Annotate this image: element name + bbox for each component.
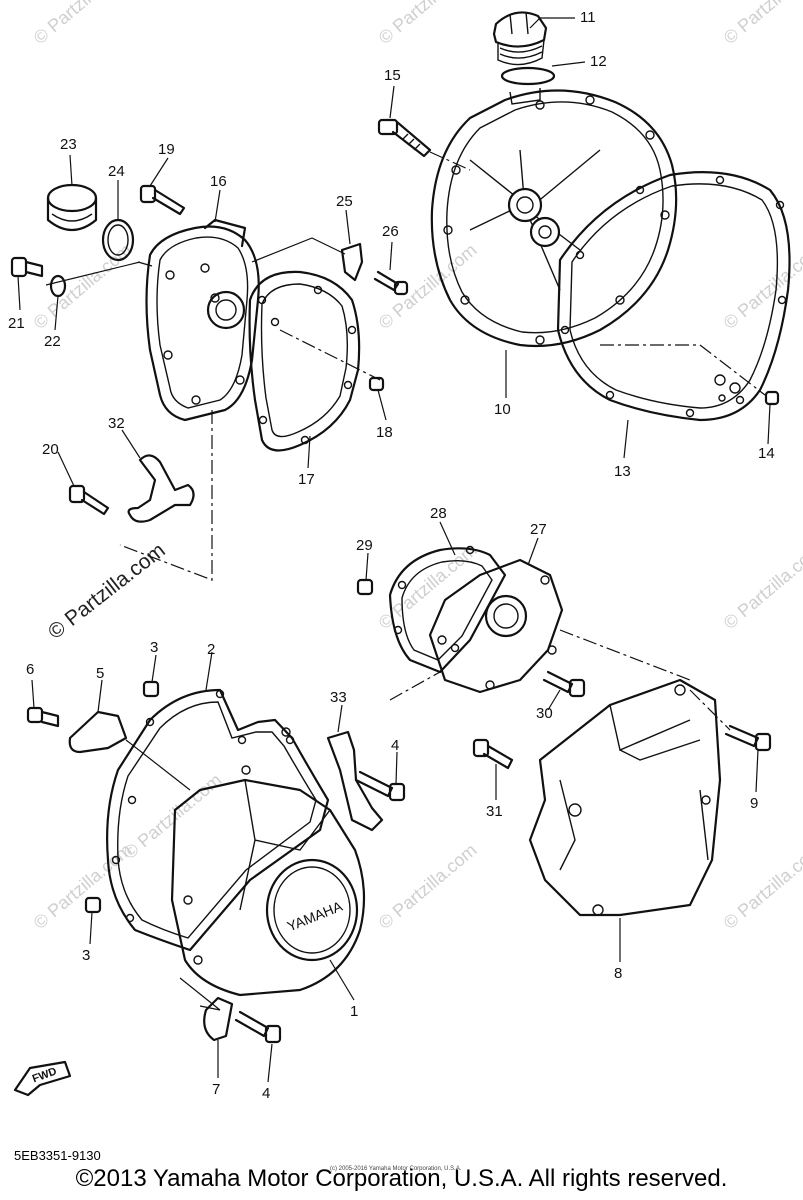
clamp-7 bbox=[203, 996, 234, 1042]
callout-12: 12 bbox=[590, 53, 607, 70]
pickup-cover-gasket bbox=[248, 270, 361, 452]
o-ring-12 bbox=[500, 66, 556, 86]
bolt-9 bbox=[724, 724, 772, 752]
clamp-5 bbox=[68, 710, 128, 754]
callout-22: 22 bbox=[44, 333, 61, 350]
bolt-31 bbox=[472, 738, 514, 770]
callout-16: 16 bbox=[210, 173, 227, 190]
crankcase-cover bbox=[528, 678, 722, 917]
dowel-pin-14 bbox=[764, 390, 780, 406]
fwd-arrow-icon: FWD bbox=[13, 1060, 72, 1097]
bolt-4-right bbox=[354, 770, 406, 802]
svg-text:© Partzilla.com: © Partzilla.com bbox=[30, 840, 136, 933]
bolt-26 bbox=[373, 270, 409, 296]
bolt-20 bbox=[68, 484, 110, 516]
callout-18: 18 bbox=[376, 424, 393, 441]
small-print: (c) 2005-2016 Yamaha Motor Corporation, … bbox=[330, 1166, 462, 1172]
bracket-33 bbox=[326, 730, 384, 832]
callout-1: 1 bbox=[350, 1003, 358, 1020]
callout-32: 32 bbox=[108, 415, 125, 432]
svg-text:© Partzilla.com: © Partzilla.com bbox=[720, 540, 803, 633]
svg-text:© Partzilla.com: © Partzilla.com bbox=[720, 840, 803, 933]
svg-text:© Partzilla.com: © Partzilla.com bbox=[30, 240, 136, 333]
callout-5: 5 bbox=[96, 665, 104, 682]
callout-9: 9 bbox=[750, 795, 758, 812]
callout-2: 2 bbox=[207, 641, 215, 658]
callout-29: 29 bbox=[356, 537, 373, 554]
bolt-21 bbox=[10, 256, 44, 278]
dowel-pin-18 bbox=[368, 376, 385, 392]
dowel-pin-29 bbox=[356, 578, 374, 596]
callout-23: 23 bbox=[60, 136, 77, 153]
bolt-4-bottom bbox=[234, 1010, 282, 1044]
callout-leaders bbox=[17, 17, 771, 1083]
oil-pump-cover bbox=[428, 558, 564, 694]
bracket-25 bbox=[340, 242, 364, 282]
callout-4-right: 4 bbox=[391, 737, 399, 754]
callout-11: 11 bbox=[580, 9, 596, 26]
dowel-pin-3-top bbox=[142, 680, 160, 698]
callout-30: 30 bbox=[536, 705, 553, 722]
callout-24: 24 bbox=[108, 163, 125, 180]
svg-text:© Partzilla.com: © Partzilla.com bbox=[720, 240, 803, 333]
pickup-cover bbox=[145, 225, 260, 422]
oil-pump-gasket bbox=[388, 547, 507, 674]
callout-labels: 11 12 15 23 24 19 16 25 26 21 22 18 17 1… bbox=[8, 9, 775, 1102]
bolt-15 bbox=[377, 118, 432, 158]
callout-4-bottom: 4 bbox=[262, 1085, 270, 1102]
svg-text:FWD: FWD bbox=[31, 1065, 59, 1085]
svg-text:© Partzilla.com: © Partzilla.com bbox=[375, 0, 481, 48]
svg-text:© Partzilla.com: © Partzilla.com bbox=[375, 840, 481, 933]
copyright-notice: ©2013 Yamaha Motor Corporation, U.S.A. A… bbox=[75, 1165, 728, 1192]
crankcase-cover-assembly bbox=[356, 545, 772, 917]
callout-10: 10 bbox=[494, 401, 511, 418]
callout-20: 20 bbox=[42, 441, 59, 458]
plug-23 bbox=[46, 183, 98, 232]
clutch-cover-gasket bbox=[556, 171, 791, 422]
callout-13: 13 bbox=[614, 463, 631, 480]
callout-8: 8 bbox=[614, 965, 622, 982]
callout-3-bottom: 3 bbox=[82, 947, 90, 964]
dowel-pin-3-bottom bbox=[84, 896, 102, 914]
callout-17: 17 bbox=[298, 471, 315, 488]
clutch-cover-assembly bbox=[377, 11, 791, 422]
diagram-code: 5EB3351-9130 bbox=[14, 1148, 101, 1163]
callout-28: 28 bbox=[430, 505, 447, 522]
callout-25: 25 bbox=[336, 193, 353, 210]
callout-21: 21 bbox=[8, 315, 25, 332]
bolt-6 bbox=[26, 706, 60, 728]
callout-33: 33 bbox=[330, 689, 347, 706]
callout-14: 14 bbox=[758, 445, 775, 462]
callout-27: 27 bbox=[530, 521, 547, 538]
generator-cover bbox=[170, 778, 366, 997]
callout-6: 6 bbox=[26, 661, 34, 678]
pickup-cover-assembly bbox=[10, 183, 409, 581]
callout-31: 31 bbox=[486, 803, 503, 820]
bolt-19 bbox=[139, 184, 186, 216]
callout-26: 26 bbox=[382, 223, 399, 240]
watermark-main: © Partzilla.com bbox=[44, 539, 170, 644]
clutch-cover bbox=[430, 89, 678, 348]
bracket-32 bbox=[127, 454, 195, 523]
callout-19: 19 bbox=[158, 141, 175, 158]
bolt-30 bbox=[542, 670, 586, 698]
oil-filler-cap bbox=[492, 11, 548, 66]
callout-7: 7 bbox=[212, 1081, 220, 1098]
callout-3-top: 3 bbox=[150, 639, 158, 656]
svg-text:© Partzilla.com: © Partzilla.com bbox=[30, 0, 136, 48]
callout-15: 15 bbox=[384, 67, 401, 84]
svg-text:© Partzilla.com: © Partzilla.com bbox=[720, 0, 803, 48]
